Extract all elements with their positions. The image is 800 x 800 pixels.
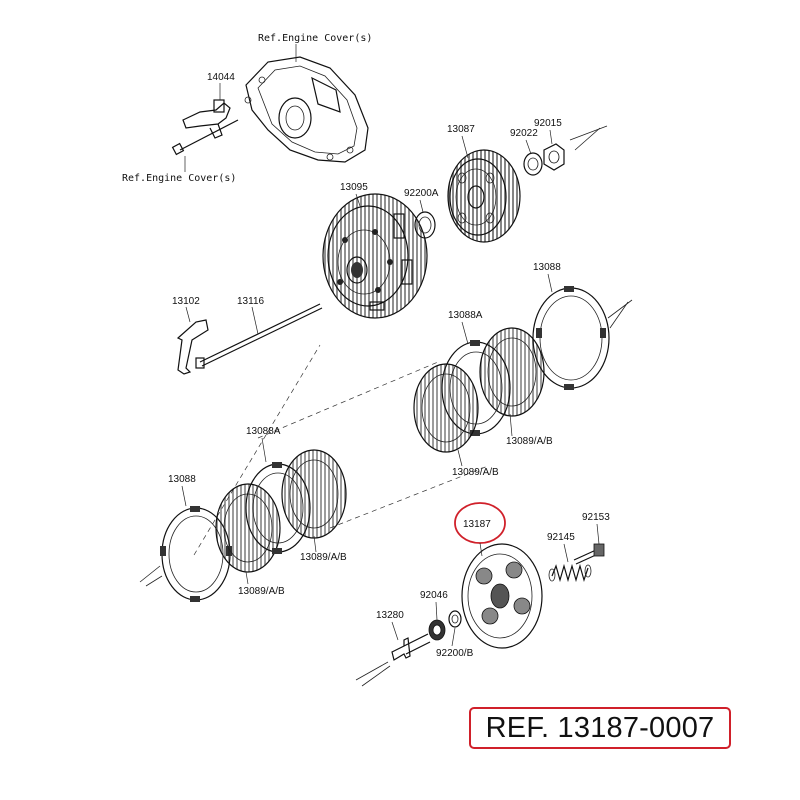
label-13089-left-lower: 13089/A/B <box>238 586 285 597</box>
label-13102: 13102 <box>172 296 200 307</box>
label-13088a-left: 13088A <box>246 426 281 437</box>
ref-engine-cover-top-label: Ref.Engine Cover(s) <box>258 33 372 44</box>
part-13089-steel-plate-right-2 <box>413 363 479 453</box>
label-13089-left-upper: 13089/A/B <box>300 552 347 563</box>
part-13187-pressure-plate <box>461 543 543 649</box>
part-92046-bearing <box>428 619 446 641</box>
label-13089-right-upper: 13089/A/B <box>506 436 553 447</box>
part-13116-push-rod <box>195 303 323 369</box>
part-92015-nut <box>543 143 565 171</box>
part-13095-clutch-housing <box>322 193 428 319</box>
label-13089-right-lower: 13089/A/B <box>452 467 499 478</box>
label-13088-left: 13088 <box>168 474 196 485</box>
label-92145: 92145 <box>547 532 575 543</box>
bolt-cover <box>171 119 239 156</box>
label-92153: 92153 <box>582 512 610 523</box>
label-13280: 13280 <box>376 610 404 621</box>
part-13280-pusher <box>391 633 431 661</box>
label-14044: 14044 <box>207 72 235 83</box>
part-13089-steel-plate-right-1 <box>479 327 545 417</box>
part-92200a-washer <box>414 211 436 239</box>
label-92046: 92046 <box>420 590 448 601</box>
part-92145-spring <box>548 563 592 583</box>
engine-cover <box>244 56 369 163</box>
part-13089-steel-plate-left-1 <box>215 483 281 573</box>
part-92200b-washer <box>448 610 462 628</box>
label-13116: 13116 <box>237 296 265 307</box>
label-13088-right: 13088 <box>533 262 561 273</box>
label-13187: 13187 <box>463 519 491 530</box>
label-13095: 13095 <box>340 182 368 193</box>
label-92022: 92022 <box>510 128 538 139</box>
part-92022-washer <box>523 152 543 176</box>
part-92153-bolt <box>573 543 605 565</box>
label-13088a-right: 13088A <box>448 310 483 321</box>
ref-engine-cover-bottom-label: Ref.Engine Cover(s) <box>122 173 236 184</box>
part-13087-clutch-hub <box>447 149 521 243</box>
part-14044-bracket <box>182 99 231 139</box>
label-92200b: 92200/B <box>436 648 474 659</box>
part-13102-lever <box>176 319 209 375</box>
part-13089-steel-plate-left-2 <box>281 449 347 539</box>
label-13087: 13087 <box>447 124 475 135</box>
reference-number-box: REF. 13187-0007 <box>469 707 731 749</box>
label-92200a: 92200A <box>404 188 439 199</box>
label-92015: 92015 <box>534 118 562 129</box>
